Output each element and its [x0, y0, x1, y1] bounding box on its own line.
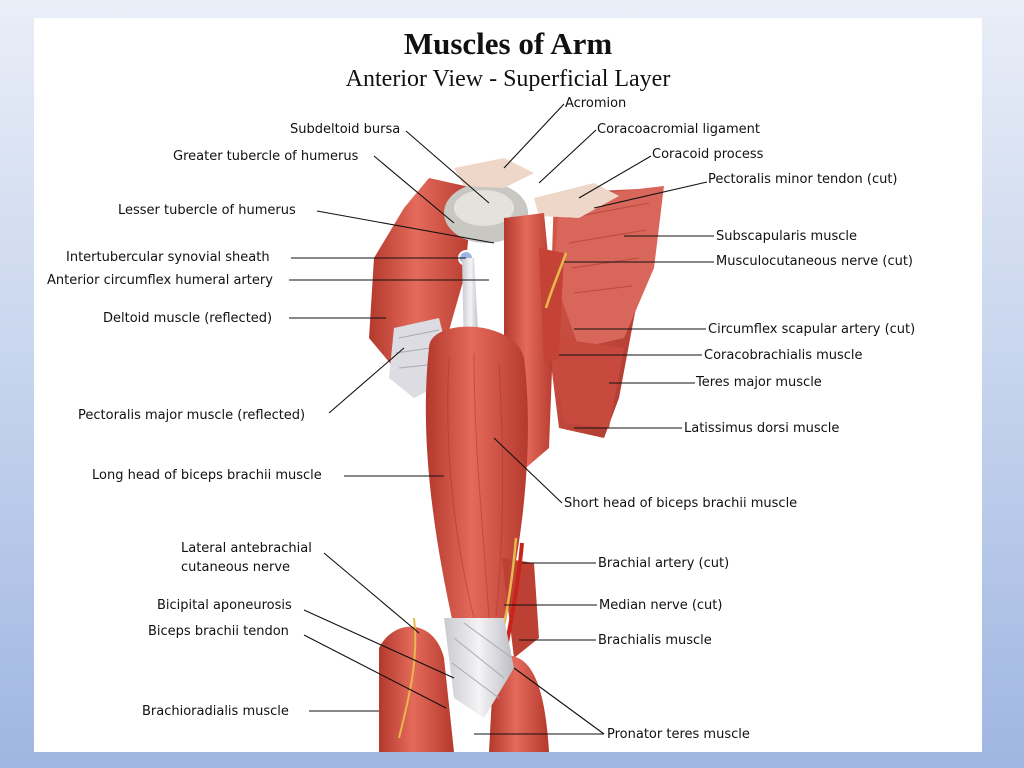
- leader-lines-right: [474, 103, 714, 735]
- lateral-antebrachial-nerve-shape: [398, 617, 417, 739]
- musculocutaneous-nerve-shape: [544, 252, 568, 309]
- label-pectoralis-minor-tendon: Pectoralis minor tendon (cut): [708, 172, 898, 187]
- label-coracobrachialis: Coracobrachialis muscle: [704, 348, 863, 363]
- label-brachial-artery: Brachial artery (cut): [598, 556, 730, 571]
- leader-lines-left: [289, 130, 495, 712]
- acromion-shape: [454, 158, 534, 188]
- label-long-head-biceps: Long head of biceps brachii muscle: [92, 468, 322, 483]
- brachioradialis-shape: [379, 626, 454, 752]
- label-cutaneous-nerve: cutaneous nerve: [181, 560, 291, 575]
- teres-major-shape: [554, 338, 624, 428]
- label-pectoralis-major-reflected: Pectoralis major muscle (reflected): [78, 408, 306, 423]
- label-coracoacromial-ligament: Coracoacromial ligament: [597, 122, 760, 137]
- label-pronator-teres: Pronator teres muscle: [607, 727, 750, 742]
- diagram-subtitle: Anterior View - Superficial Layer: [345, 66, 671, 92]
- label-musculocutaneous-nerve: Musculocutaneous nerve (cut): [716, 254, 913, 269]
- coracoid-shape: [534, 183, 619, 218]
- label-acromion: Acromion: [565, 96, 627, 111]
- label-lateral-antebrachial: Lateral antebrachial: [181, 541, 312, 556]
- label-lesser-tubercle: Lesser tubercle of humerus: [118, 203, 296, 218]
- label-biceps-tendon: Biceps brachii tendon: [148, 624, 289, 639]
- label-short-head-biceps: Short head of biceps brachii muscle: [564, 496, 798, 511]
- label-deltoid-reflected: Deltoid muscle (reflected): [103, 311, 273, 326]
- label-coracoid-process: Coracoid process: [652, 147, 764, 162]
- label-subscapularis: Subscapularis muscle: [716, 229, 857, 244]
- bicipital-aponeurosis-shape: [444, 618, 514, 718]
- label-brachioradialis: Brachioradialis muscle: [142, 704, 289, 719]
- label-bicipital-aponeurosis: Bicipital aponeurosis: [157, 598, 292, 613]
- label-greater-tubercle: Greater tubercle of humerus: [173, 149, 359, 164]
- arm-illustration: [289, 103, 714, 752]
- subscapularis-shape: [554, 186, 664, 348]
- biceps-belly-shape: [425, 326, 528, 628]
- label-latissimus-dorsi: Latissimus dorsi muscle: [684, 421, 840, 436]
- label-circumflex-scapular-artery: Circumflex scapular artery (cut): [708, 322, 916, 337]
- diagram-title: Muscles of Arm: [403, 26, 613, 61]
- label-brachialis: Brachialis muscle: [598, 633, 712, 648]
- label-median-nerve: Median nerve (cut): [599, 598, 723, 613]
- label-subdeltoid-bursa: Subdeltoid bursa: [290, 122, 401, 137]
- label-teres-major: Teres major muscle: [696, 375, 822, 390]
- label-anterior-circumflex-artery: Anterior circumflex humeral artery: [47, 273, 273, 288]
- label-intertubercular-sheath: Intertubercular synovial sheath: [66, 250, 270, 265]
- slide: Muscles of Arm Anterior View - Superfici…: [34, 18, 982, 752]
